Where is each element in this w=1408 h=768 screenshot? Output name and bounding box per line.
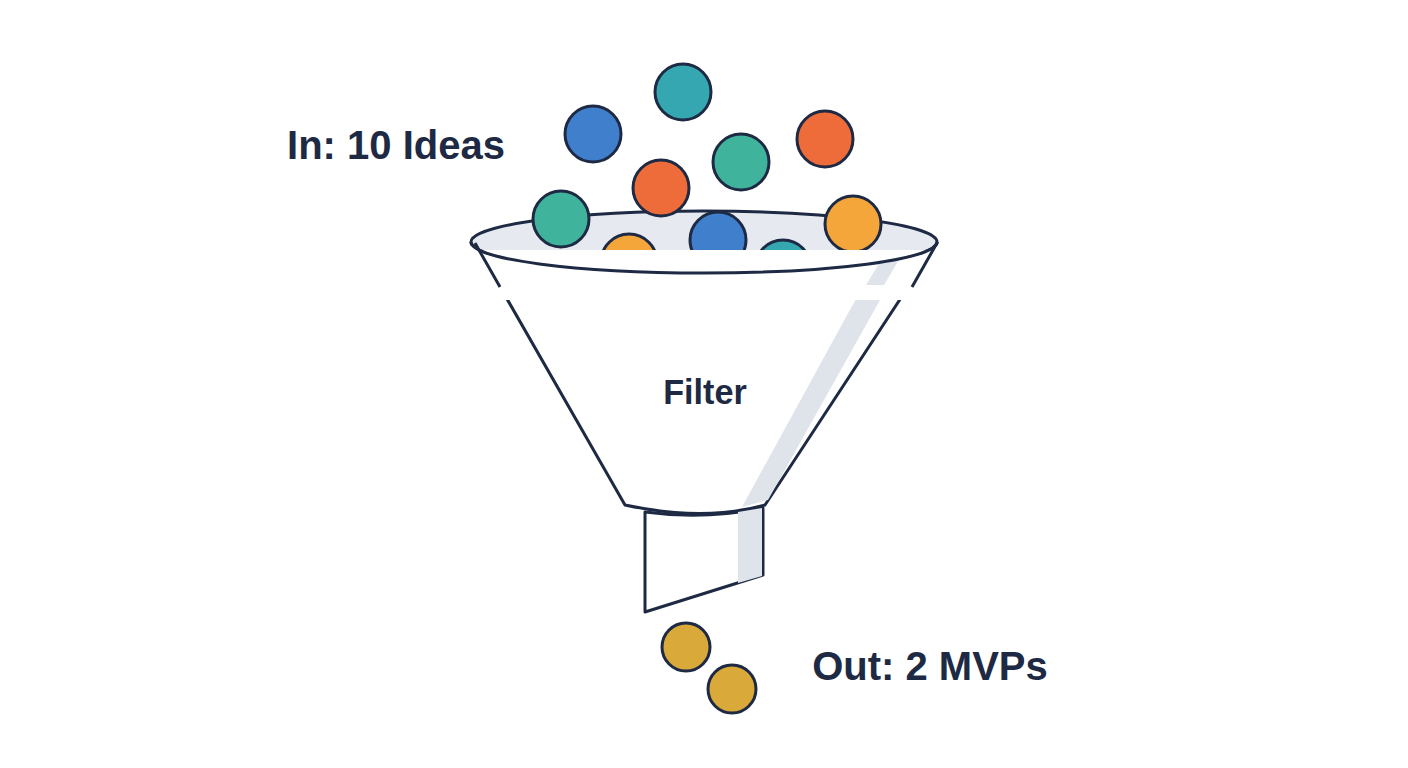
idea-ball bbox=[825, 196, 881, 252]
mvp-ball bbox=[708, 665, 756, 713]
idea-ball bbox=[713, 134, 769, 190]
node-text: Filter bbox=[470, 373, 940, 412]
flow-label: In: 10 Ideas bbox=[287, 123, 505, 168]
idea-balls bbox=[470, 205, 940, 620]
idea-ball bbox=[797, 111, 853, 167]
label-box: In: 10 Ideas bbox=[287, 123, 505, 168]
idea-ball bbox=[565, 106, 621, 162]
flow-label: Out: 2 MVPs bbox=[812, 644, 1048, 689]
label-box: Out: 2 MVPs bbox=[812, 644, 1048, 689]
idea-ball bbox=[655, 64, 711, 120]
idea-ball bbox=[533, 191, 589, 247]
mvp-ball bbox=[662, 623, 710, 671]
funnel-node: Filter bbox=[470, 205, 940, 620]
idea-ball bbox=[633, 160, 689, 216]
